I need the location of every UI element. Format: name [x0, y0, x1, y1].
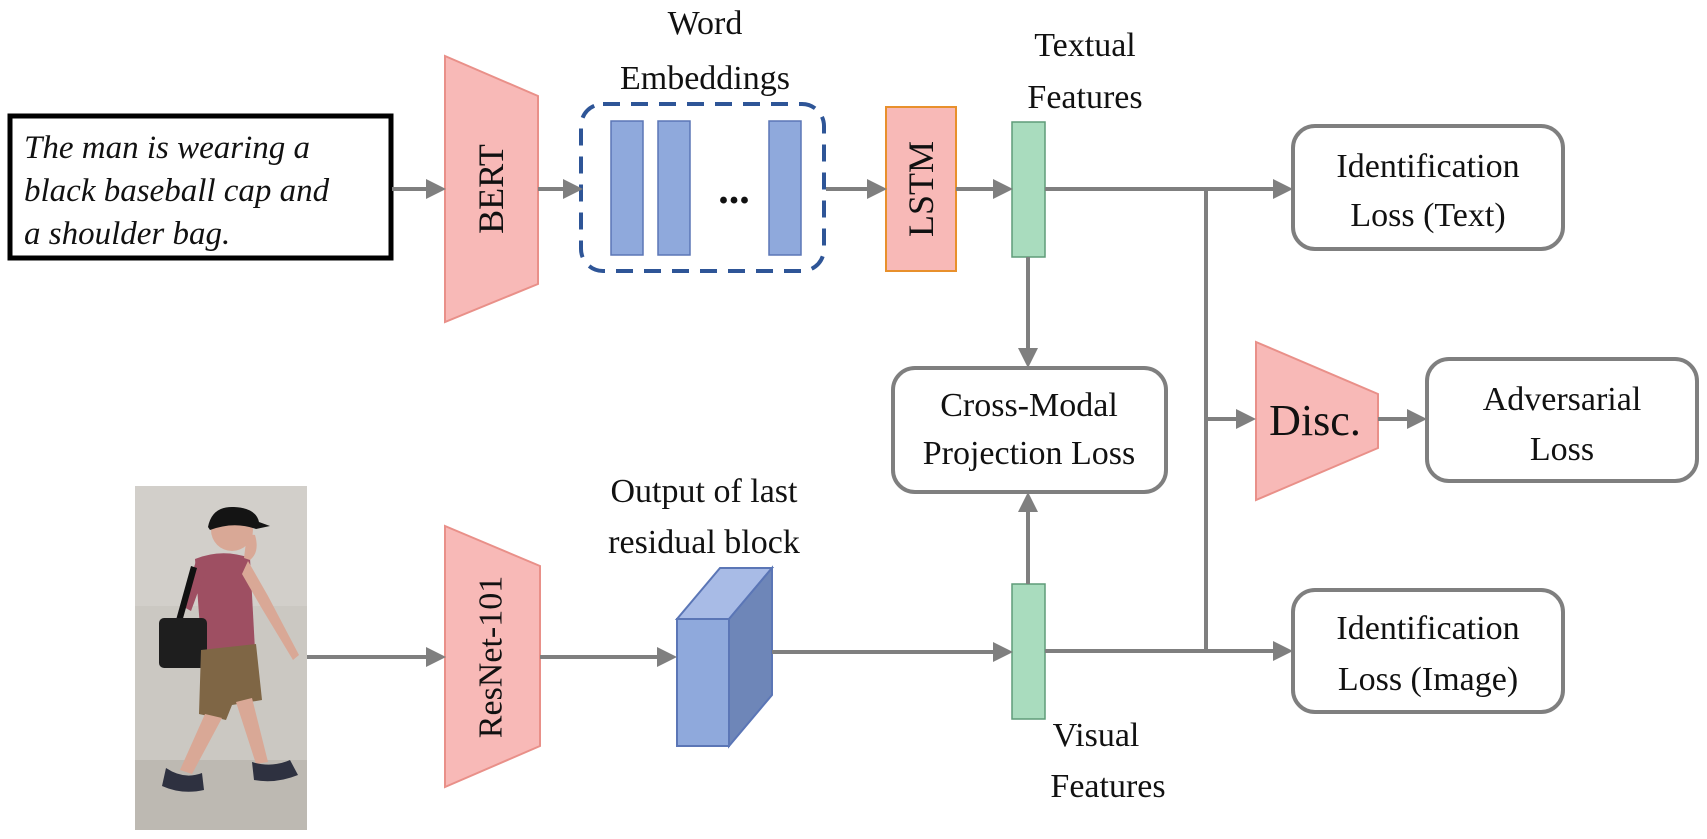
id-loss-text-box [1291, 124, 1565, 251]
id-loss-image-label-2: Loss (Image) [1338, 661, 1518, 698]
bert-label: BERT [471, 144, 511, 234]
id-loss-text-label-2: Loss (Text) [1350, 197, 1505, 234]
residual-output-title-2: residual block [608, 524, 800, 561]
textual-feature-vector [1011, 121, 1046, 258]
resnet-label: ResNet-101 [473, 576, 510, 738]
visual-features-title-2: Features [1050, 768, 1165, 805]
embedding-vector-1 [610, 120, 644, 256]
resnet-encoder [444, 524, 541, 789]
input-text-line-1: The man is wearing a [24, 130, 310, 166]
adversarial-loss-label-2: Loss [1530, 431, 1594, 468]
id-loss-image-box [1291, 588, 1565, 714]
pedestrian-photo [135, 486, 307, 830]
adversarial-loss-label-1: Adversarial [1483, 381, 1642, 418]
visual-feature-vector [1011, 583, 1046, 720]
residual-block-output-tensor [674, 565, 775, 749]
input-text-line-2: black baseball cap and [24, 173, 330, 209]
cross-modal-loss-label-2: Projection Loss [923, 435, 1135, 472]
word-embeddings-title-2: Embeddings [620, 60, 790, 97]
discriminator [1255, 340, 1379, 502]
embedding-ellipsis: ... [718, 167, 750, 213]
cross-modal-loss-label-1: Cross-Modal [940, 387, 1118, 424]
id-loss-text-label-1: Identification [1336, 148, 1519, 185]
visual-features-title-1: Visual [1053, 717, 1140, 754]
embedding-vector-n [768, 120, 802, 256]
lstm-label: LSTM [901, 141, 941, 237]
textual-features-title-2: Features [1027, 79, 1142, 116]
textual-features-title-1: Textual [1034, 27, 1135, 64]
adversarial-loss-box [1425, 357, 1699, 483]
lstm-module [885, 106, 957, 272]
input-text-line-3: a shoulder bag. [24, 216, 230, 252]
input-text-box [7, 113, 394, 261]
bert-encoder [444, 54, 539, 324]
id-loss-image-label-1: Identification [1336, 610, 1519, 647]
word-embeddings-title-1: Word [668, 5, 743, 42]
embedding-vector-2 [657, 120, 691, 256]
residual-output-title-1: Output of last [611, 473, 799, 510]
discriminator-label: Disc. [1269, 396, 1361, 445]
